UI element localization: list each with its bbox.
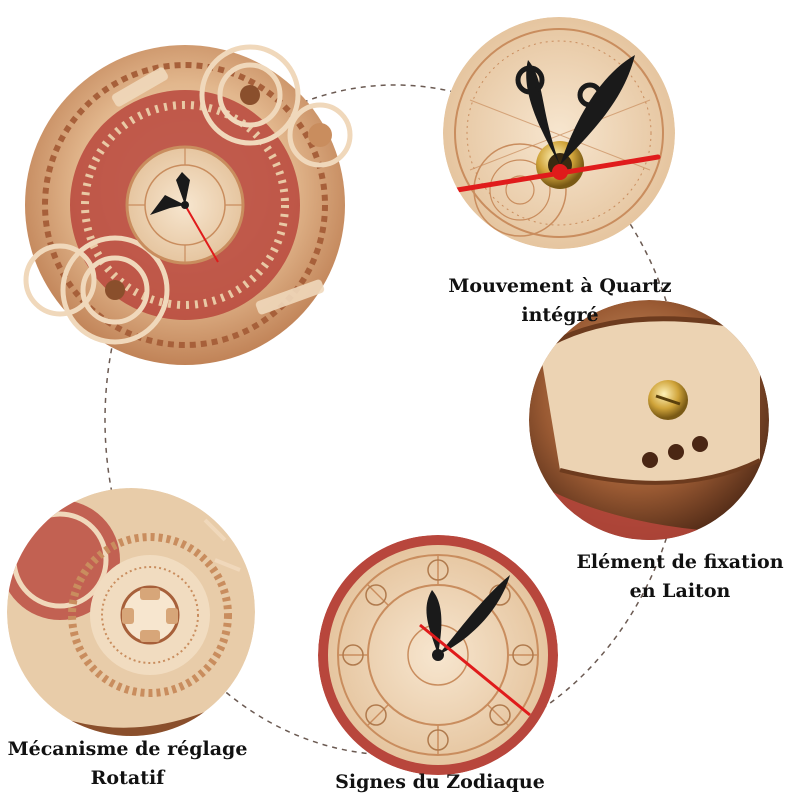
- rotatif-detail-image: [7, 488, 255, 736]
- main-clock-image: [23, 44, 353, 365]
- zodiac-detail-image: [318, 535, 558, 775]
- caption-brass-line2: en Laiton: [629, 580, 731, 602]
- caption-quartz-line2: intégré: [521, 304, 599, 326]
- caption-quartz: Mouvement à Quartz intégré: [400, 272, 720, 330]
- caption-brass-line1: Elément de fixation: [576, 551, 784, 573]
- caption-rotatif-line2: Rotatif: [90, 767, 165, 789]
- quartz-detail-image: [443, 17, 675, 249]
- caption-zodiaque: Signes du Zodiaque: [300, 768, 580, 797]
- caption-zodiaque-line1: Signes du Zodiaque: [335, 771, 545, 793]
- caption-rotatif: Mécanisme de réglage Rotatif: [0, 735, 255, 793]
- brass-detail-image: [529, 300, 769, 540]
- caption-quartz-line1: Mouvement à Quartz: [448, 275, 672, 297]
- caption-rotatif-line1: Mécanisme de réglage: [7, 738, 248, 760]
- caption-brass: Elément de fixation en Laiton: [560, 548, 800, 606]
